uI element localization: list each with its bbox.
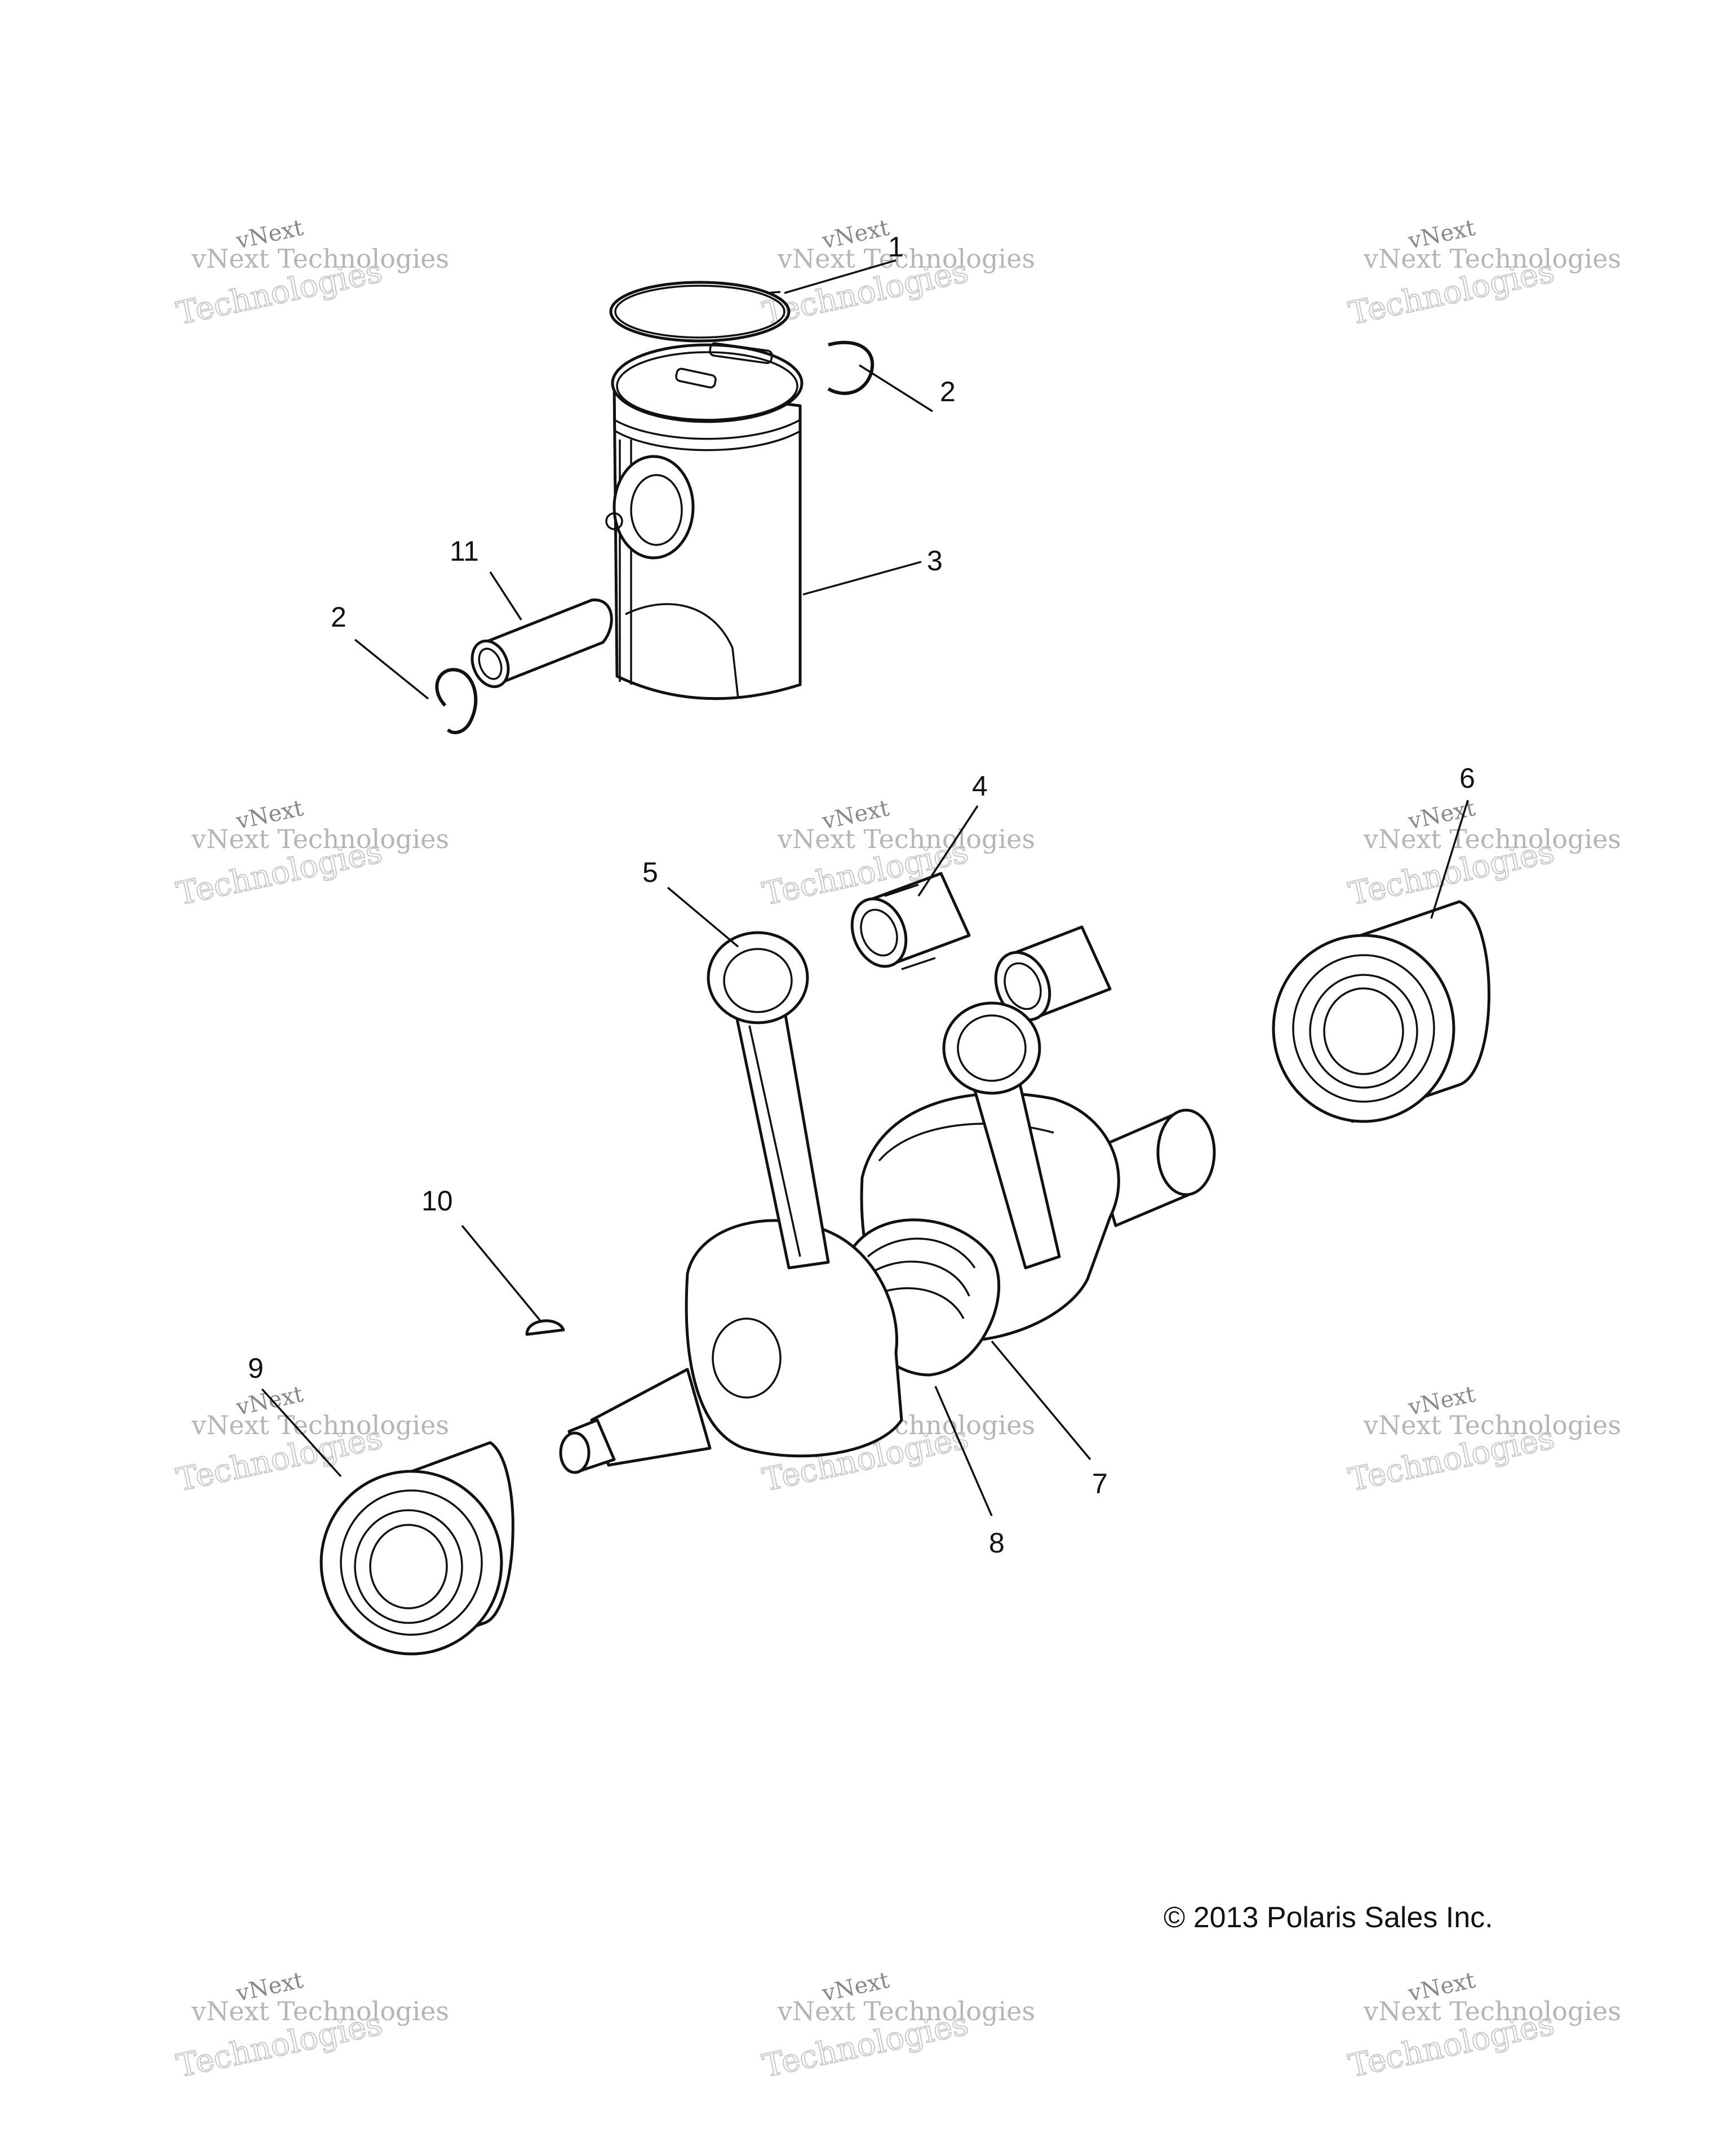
callout-11: 11 — [450, 535, 479, 567]
svg-text:vNext Technologies: vNext Technologies — [1363, 1996, 1621, 2026]
callout-labels: 1 2 2 3 4 5 6 7 8 9 10 11 — [248, 231, 1475, 1559]
svg-text:vNext Technologies: vNext Technologies — [1363, 243, 1621, 274]
svg-text:vNext Technologies: vNext Technologies — [777, 1996, 1035, 2026]
callout-5: 5 — [642, 857, 658, 888]
leader-lines — [261, 259, 1469, 1516]
svg-text:vNext Technologies: vNext Technologies — [1363, 824, 1621, 854]
watermark: vNext vNext Technologies Technologies — [1345, 1967, 1621, 2085]
svg-text:vNext Technologies: vNext Technologies — [1363, 1410, 1621, 1440]
wrist-pin — [471, 598, 613, 689]
watermark: vNext vNext Technologies Technologies — [173, 1967, 449, 2085]
piston-ring — [609, 281, 791, 343]
main-bearing-left — [319, 1441, 514, 1656]
watermark: vNext vNext Technologies Technologies — [173, 215, 449, 332]
main-bearing-right — [1272, 900, 1490, 1123]
callout-7: 7 — [1092, 1468, 1108, 1500]
callout-3: 3 — [927, 545, 943, 576]
piston — [605, 342, 804, 700]
callout-9: 9 — [248, 1352, 264, 1384]
needle-bearing-lower — [994, 925, 1112, 1022]
woodruff-key — [525, 1319, 565, 1336]
needle-bearing-upper — [850, 872, 971, 970]
callout-10: 10 — [421, 1185, 453, 1217]
watermark: vNext vNext Technologies Technologies — [1345, 215, 1621, 332]
callout-8: 8 — [989, 1527, 1005, 1559]
svg-text:vNext Technologies: vNext Technologies — [191, 243, 449, 274]
watermark: vNext vNext Technologies Technologies — [173, 795, 449, 913]
circlip-left — [435, 668, 478, 734]
copyright-notice: © 2013 Polaris Sales Inc. — [1164, 1901, 1493, 1934]
watermark: vNext vNext Technologies Technologies — [1345, 1381, 1621, 1499]
callout-6: 6 — [1459, 762, 1475, 794]
svg-text:vNext Technologies: vNext Technologies — [191, 1410, 449, 1440]
watermark: vNext vNext Technologies Technologies — [1345, 795, 1621, 913]
callout-4: 4 — [972, 770, 988, 802]
callout-2: 2 — [331, 601, 347, 633]
crankshaft-assembly — [559, 931, 1216, 1474]
callout-1: 1 — [888, 231, 904, 263]
watermark: vNext vNext Technologies Technologies — [759, 1967, 1035, 2085]
svg-text:vNext Technologies: vNext Technologies — [191, 1996, 449, 2026]
watermark: vNext vNext Technologies Technologies — [759, 215, 1035, 332]
callout-2: 2 — [940, 376, 956, 407]
circlip-right — [827, 340, 875, 395]
svg-text:vNext Technologies: vNext Technologies — [777, 243, 1035, 274]
svg-text:vNext Technologies: vNext Technologies — [191, 824, 449, 854]
svg-text:vNext Technologies: vNext Technologies — [777, 824, 1035, 854]
